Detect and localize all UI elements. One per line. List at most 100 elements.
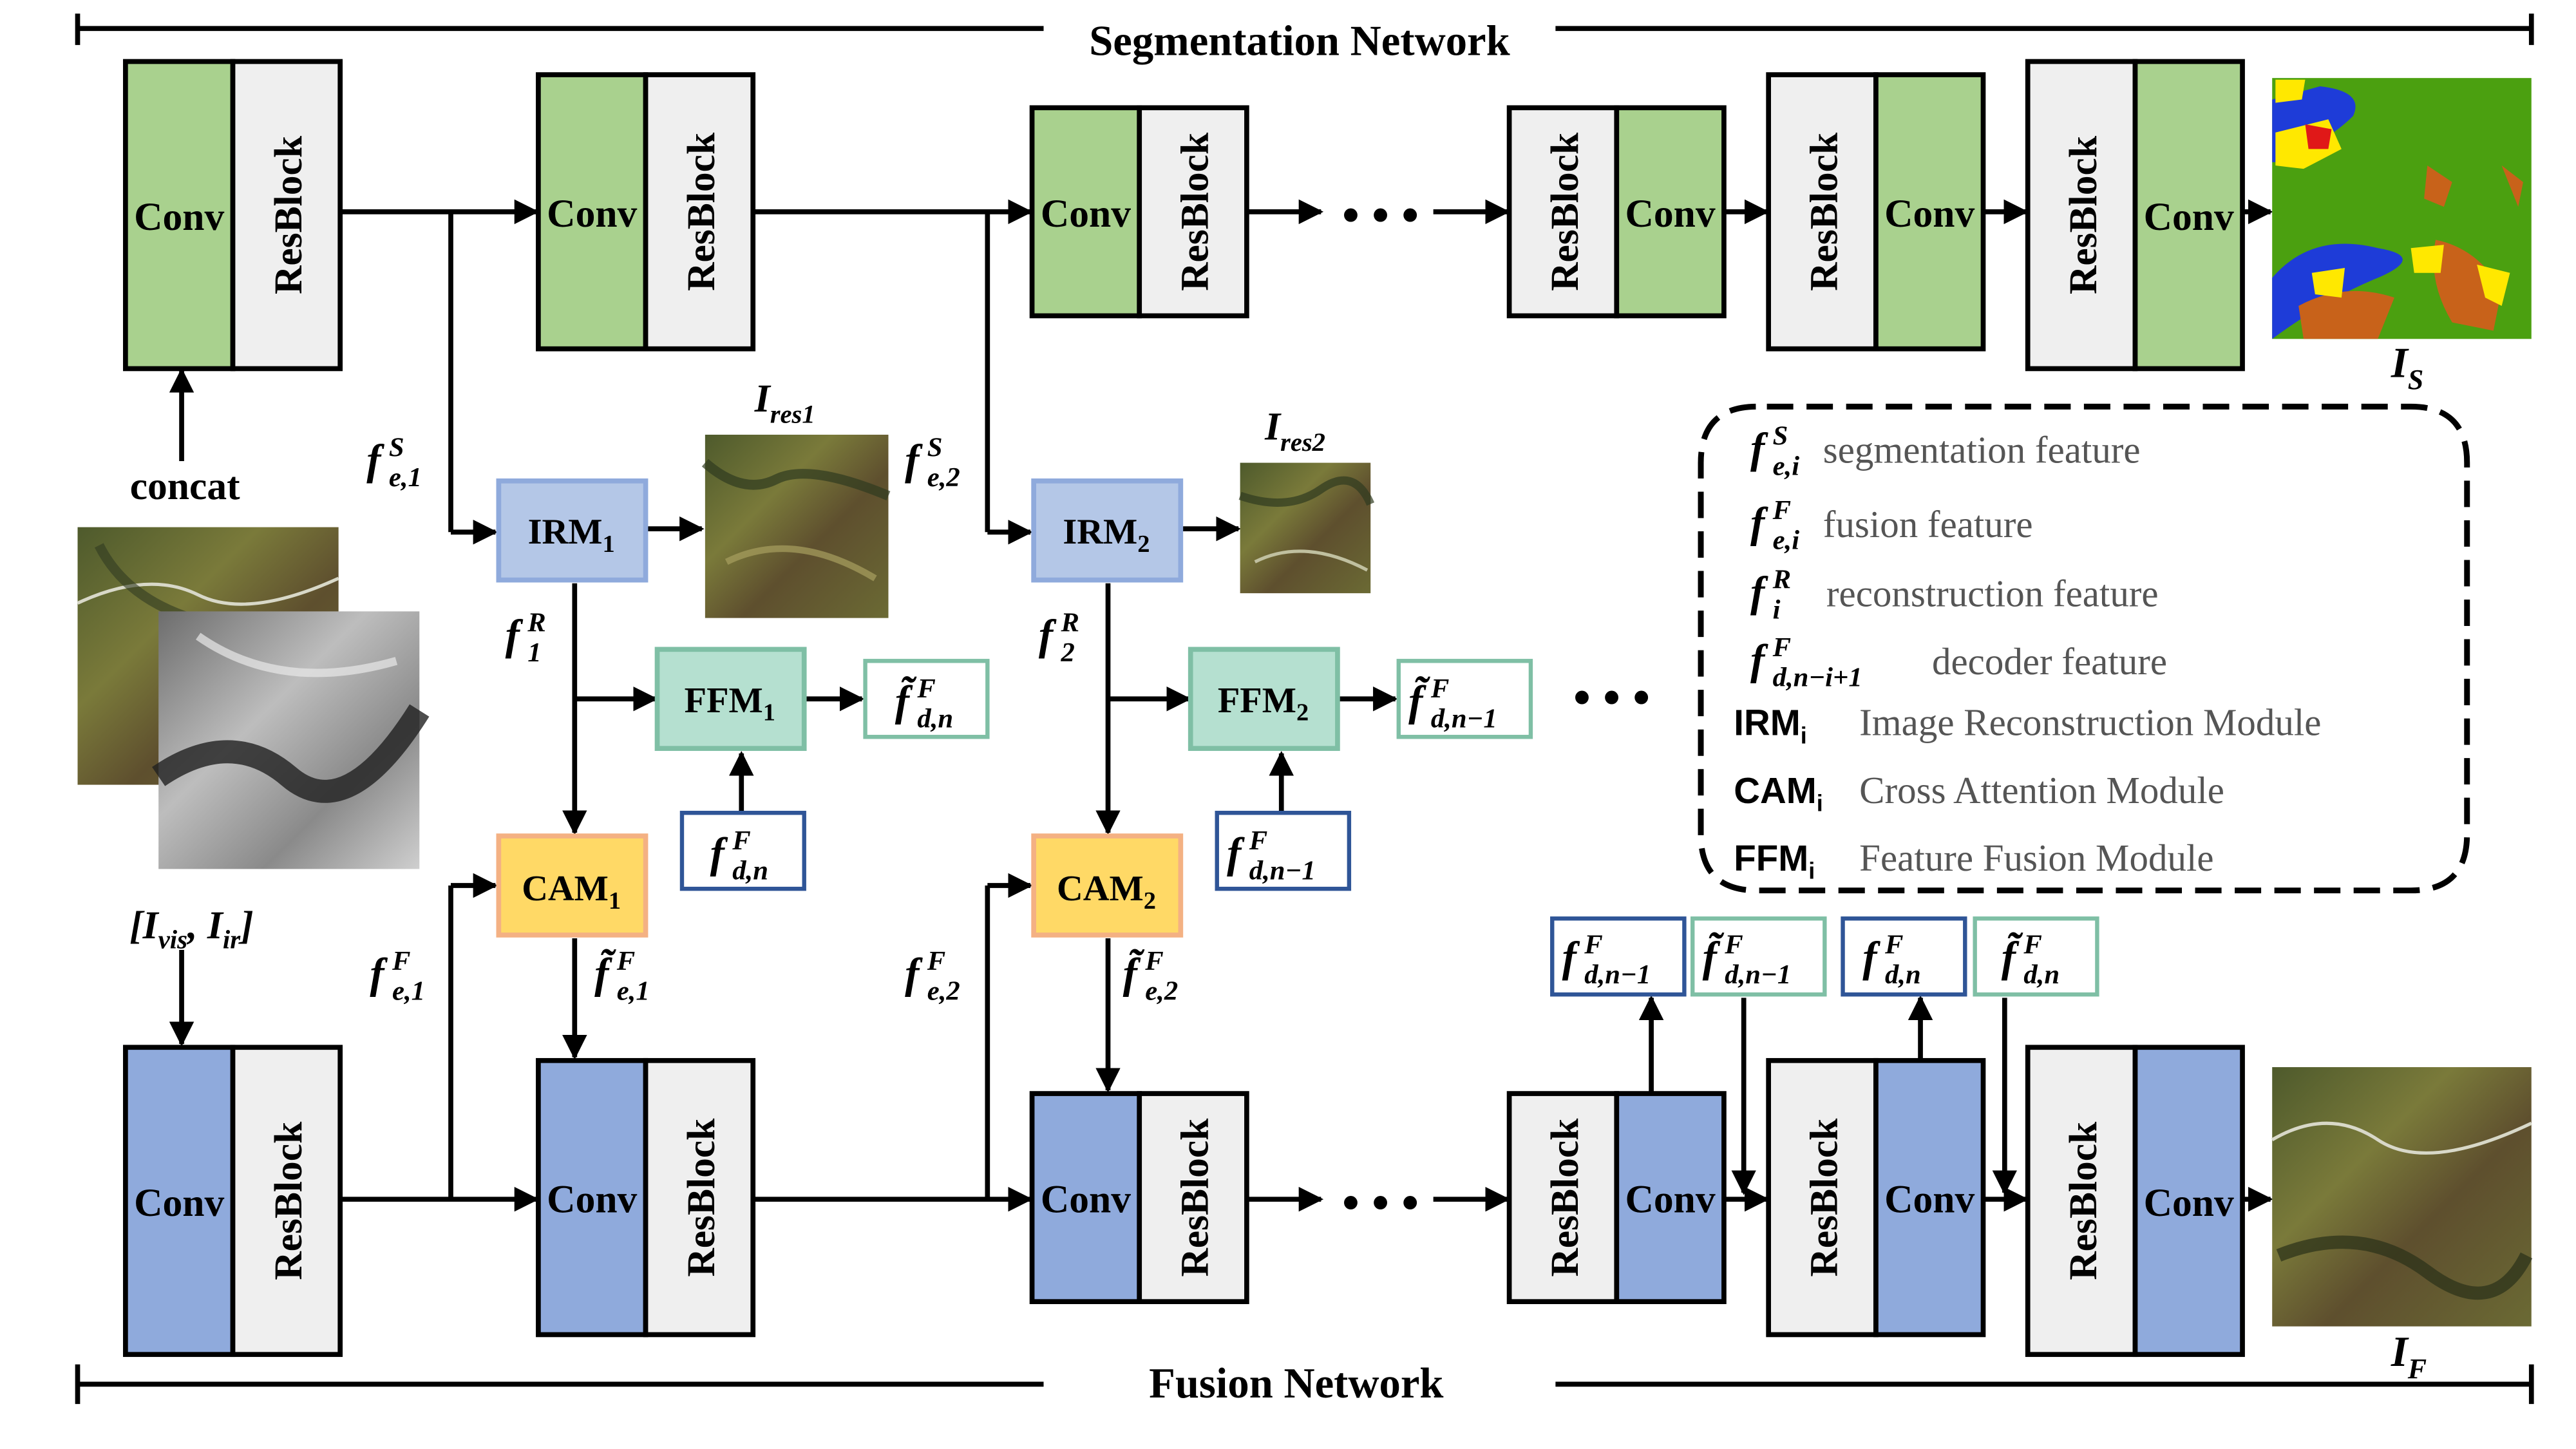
svg-text:d,n−1: d,n−1 (1584, 960, 1651, 990)
irm-2-box: IRM2 (1031, 478, 1184, 583)
fdn1-box-2 (1550, 916, 1687, 997)
resblock-cell (643, 1057, 756, 1338)
conv-label: Conv (547, 192, 637, 236)
irm-1-sub: 1 (603, 531, 615, 558)
svg-text:f: f (905, 951, 923, 998)
svg-text:e,i: e,i (1773, 451, 1800, 481)
reconstructed-image-2 (1238, 462, 1375, 594)
fdn-box-2 (1841, 916, 1967, 997)
resblock-label: ResBlock (1543, 1118, 1587, 1277)
legend-desc: Cross Attention Module (1859, 769, 2224, 811)
irm-2-sub: 2 (1137, 531, 1150, 558)
legend-abbr: CAMi (1734, 770, 1823, 817)
svg-text:f: f (905, 437, 923, 484)
resblock-cell (230, 1045, 343, 1358)
svg-text:f: f (366, 437, 384, 484)
ellipsis-top: • • • (1342, 187, 1419, 243)
conv-label: Conv (1041, 192, 1131, 236)
conv-cell (1614, 105, 1727, 319)
cam-1-sub: 1 (609, 887, 621, 914)
irm-2-label: IRM (1063, 512, 1137, 552)
ellipsis-bottom: • • • (1342, 1175, 1419, 1230)
svg-text:F: F (2023, 929, 2041, 960)
svg-text:F: F (1584, 929, 1602, 960)
conv-cell (1873, 72, 1986, 352)
irm-1-box: IRM1 (496, 478, 649, 583)
svg-text:S: S (1773, 421, 1788, 451)
label-tffe2: f̃Fe,2 (1123, 946, 1179, 1007)
connections (169, 199, 2273, 1212)
cam-1-label: CAM (522, 869, 609, 909)
svg-text:f: f (1750, 500, 1768, 547)
resblock-label: ResBlock (1803, 1118, 1846, 1277)
segmentation-output-image (2272, 78, 2532, 339)
svg-text:FFM1: FFM1 (685, 681, 775, 726)
irm-1-label: IRM (528, 512, 603, 552)
ffm-1-box: FFM1 (654, 647, 807, 752)
resblock-label: ResBlock (2061, 135, 2105, 294)
legend-desc: segmentation feature (1823, 429, 2141, 471)
svg-text:d,n−1: d,n−1 (1431, 704, 1497, 734)
ffm-1-sub: 1 (763, 699, 775, 726)
label-ires1: Ires1 (754, 377, 815, 428)
svg-text:R: R (1772, 565, 1791, 595)
svg-text:F: F (916, 674, 935, 704)
ffm-2-label: FFM (1218, 681, 1296, 721)
label-tfdn1-2: f̃Fd,n−1 (1703, 929, 1792, 990)
conv-cell (123, 1045, 236, 1358)
seg-block-3: Conv ResBlock (1029, 105, 1249, 319)
resblock-cell (230, 59, 343, 372)
conv-label: Conv (1041, 1178, 1131, 1222)
svg-text:i: i (1773, 594, 1781, 625)
svg-text:d,n: d,n (2023, 960, 2060, 990)
reconstructed-image-1 (701, 435, 891, 618)
svg-text:e,1: e,1 (389, 462, 422, 493)
conv-label: Conv (134, 195, 224, 239)
svg-text:IRM1: IRM1 (528, 512, 615, 558)
legend-desc: reconstruction feature (1826, 573, 2159, 615)
resblock-label: ResBlock (267, 135, 310, 294)
svg-text:f̃: f̃ (1123, 949, 1145, 998)
conv-cell (1029, 1091, 1142, 1305)
svg-text:d,n: d,n (917, 704, 953, 734)
tfdn1-box-1 (1396, 659, 1533, 739)
legend-desc: fusion feature (1823, 503, 2033, 545)
fusion-header: Fusion Network (75, 1360, 2534, 1407)
conv-cell (2132, 1045, 2245, 1358)
resblock-label: ResBlock (1173, 132, 1217, 291)
conv-label: Conv (1625, 1178, 1716, 1222)
cam-2-box: CAM2 (1031, 833, 1184, 938)
resblock-label: ResBlock (267, 1121, 310, 1280)
svg-text:e,2: e,2 (927, 976, 960, 1007)
conv-label: Conv (1884, 1178, 1975, 1222)
svg-text:f: f (506, 612, 524, 659)
svg-text:F: F (927, 946, 945, 976)
svg-text:CAM2: CAM2 (1057, 869, 1156, 914)
legend-abbr: FFMi (1734, 838, 1815, 884)
ffm-2-sub: 2 (1296, 699, 1309, 726)
svg-text:F: F (1144, 946, 1163, 976)
fusion-block-5: Conv ResBlock (1766, 1057, 1986, 1338)
svg-text:d,n−i+1: d,n−i+1 (1773, 662, 1862, 692)
resblock-cell (643, 72, 756, 352)
svg-text:FFM2: FFM2 (1218, 681, 1309, 726)
fdn-box-1 (679, 810, 806, 891)
conv-label: Conv (547, 1178, 637, 1222)
resblock-label: ResBlock (2061, 1121, 2105, 1280)
resblock-label: ResBlock (1543, 132, 1587, 291)
svg-text:F: F (616, 946, 635, 976)
svg-text:f: f (1750, 426, 1768, 473)
cam-2-sub: 2 (1144, 887, 1156, 914)
svg-text:f: f (1039, 612, 1057, 659)
resblock-label: ResBlock (679, 1118, 723, 1277)
